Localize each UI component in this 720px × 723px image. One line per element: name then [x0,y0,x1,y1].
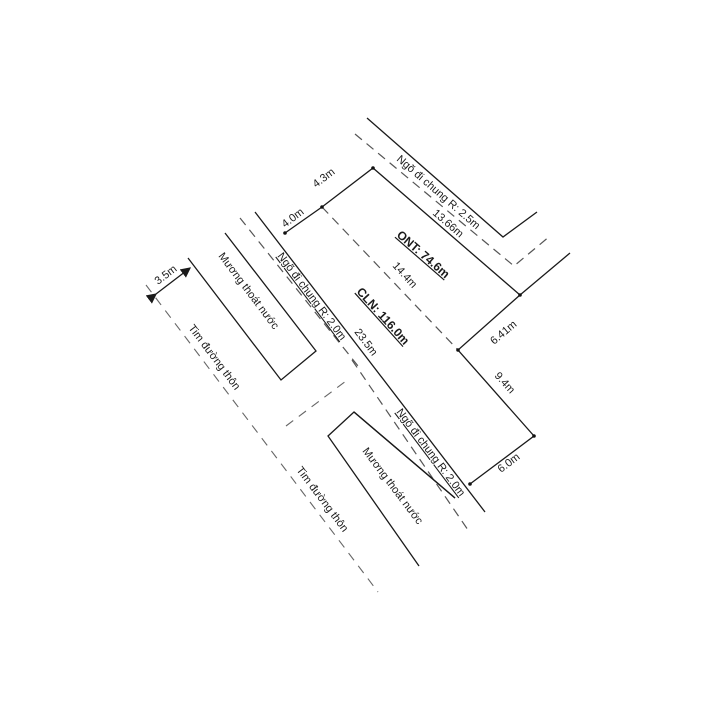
drain-lower-top [353,411,456,499]
crossing-dashed-line [285,380,347,427]
dim-bottom: 6.0m [496,451,523,475]
ont-cln-divider [321,206,459,351]
road-center-lower-label: Tim đường thôn [294,465,351,535]
dim-road-offset: 3.5m [153,263,180,287]
dim-right-upper: 6.41m [488,318,519,347]
land-plot [254,166,571,513]
top-alley [354,117,551,267]
vertex [456,348,460,352]
left-alley-centerline-upper [239,217,359,367]
road-centerline [145,284,379,593]
left-alley [239,217,469,531]
offset-arrow [145,267,192,304]
dim-top-left-b: 4.3m [311,166,338,190]
bottom-alley-label: Ngõ đi chung R: 2.0m [394,407,468,499]
left-alley-inner-line [254,211,486,513]
top-alley-centerline [354,133,551,267]
drain-lower [327,411,456,567]
left-alley-centerline-lower [351,359,469,531]
left-alley-label: Ngõ đi chung R: 2.0m [275,251,349,343]
dim-inner-dashed: 14.4m [390,260,419,291]
dim-left-edge: 23.5m [352,327,380,359]
vertex [320,205,324,209]
drain-lower-label: Mương thoát nước [360,446,426,528]
vertex [518,293,522,297]
right-neighbor-line [519,252,571,296]
road-center-upper-label: Tim đường thôn [186,323,243,393]
vertex [532,434,536,438]
plot-boundary [284,167,535,485]
vertex [371,166,375,170]
vertex [468,482,472,486]
top-alley-outer-line [366,117,538,238]
vertex [283,231,287,235]
drain-upper-outline [187,232,317,381]
drain-upper [187,232,317,381]
